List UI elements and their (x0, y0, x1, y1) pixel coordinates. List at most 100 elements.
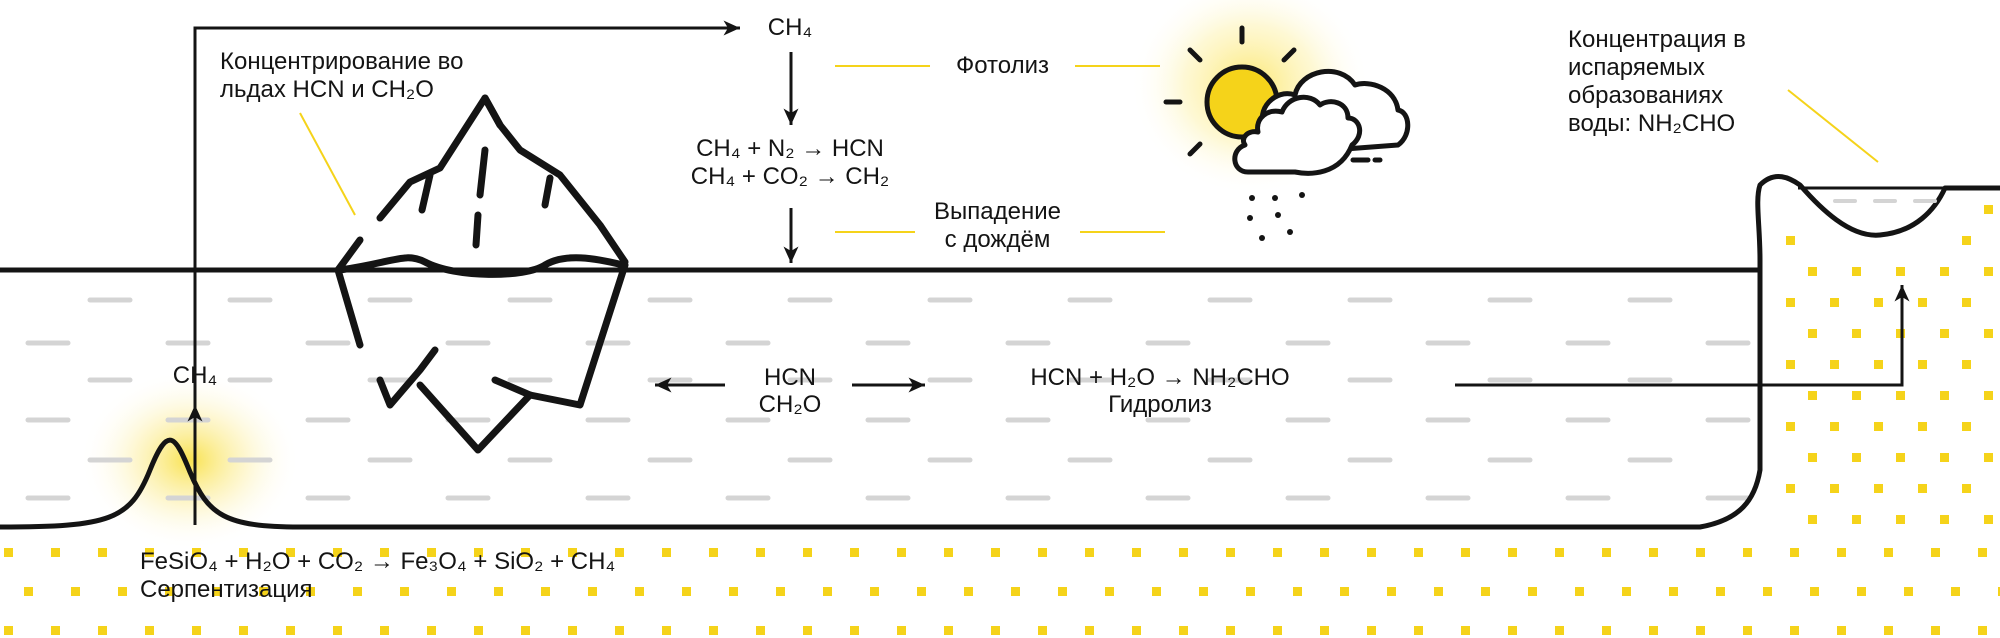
serpentinization-label: Серпентизация (140, 576, 313, 603)
sediment-dot (1179, 548, 1188, 557)
sediment-dot (1931, 548, 1940, 557)
sediment-dot (1808, 515, 1817, 524)
sediment-dot (1884, 626, 1893, 635)
sediment-dot (1837, 548, 1846, 557)
sediment-dot (192, 548, 201, 557)
sediment-dot (1940, 453, 1949, 462)
sediment-dot (823, 587, 832, 596)
sediment-dot (897, 548, 906, 557)
sediment-dot (1246, 587, 1255, 596)
sediment-dot (803, 548, 812, 557)
sediment-dot (1622, 587, 1631, 596)
serpentinization-equation: FeSiO₄ + H₂O + CO₂ → Fe₃O₄ + SiO₂ + CH₄ (140, 548, 616, 575)
rain-label-2: с дождём (944, 226, 1051, 253)
sediment-dot (192, 626, 201, 635)
sediment-dot (494, 587, 503, 596)
sediment-dot (1132, 548, 1141, 557)
sediment-dot (71, 587, 80, 596)
sediment-dot (991, 626, 1000, 635)
sediment-dot (98, 626, 107, 635)
sediment-dot (1830, 298, 1839, 307)
sediment-dot (1984, 391, 1993, 400)
rain-icon (1247, 192, 1305, 241)
sediment-dot (333, 626, 342, 635)
sediment-dot (165, 587, 174, 596)
sediment-dot (286, 548, 295, 557)
connector-lines (299, 65, 1879, 233)
sediment-dot (1716, 587, 1725, 596)
sediment-dot (1179, 626, 1188, 635)
sediment-dot (1508, 626, 1517, 635)
sediment-dot (1940, 515, 1949, 524)
sediment-dot (1874, 298, 1883, 307)
sediment-dot (991, 548, 1000, 557)
sediment-dot (1273, 626, 1282, 635)
sediment-dot (1874, 422, 1883, 431)
hydrolysis-label: Гидролиз (1108, 391, 1212, 418)
sediment-dot (1367, 548, 1376, 557)
sediment-dot (521, 626, 530, 635)
sediment-dot (239, 548, 248, 557)
sediment-dot (98, 548, 107, 557)
sediment-dot (145, 548, 154, 557)
sediment-dot (1852, 453, 1861, 462)
sediment-dot (1038, 548, 1047, 557)
sediment-dot (1481, 587, 1490, 596)
sediment-dot (709, 626, 718, 635)
sediment-dot (1978, 626, 1987, 635)
sediment-dot (259, 587, 268, 596)
sediment-dot (897, 626, 906, 635)
sediment-dot (588, 587, 597, 596)
sediment-dot (756, 626, 765, 635)
sediment-dot (1962, 236, 1971, 245)
sediment-dot (776, 587, 785, 596)
sediment-dot (615, 626, 624, 635)
sediment-dot (1918, 298, 1927, 307)
sediment-dot (1940, 329, 1949, 338)
ice-note-line-2: льдах HCN и CH₂O (220, 76, 434, 103)
sediment-dot (1884, 548, 1893, 557)
sediment-dot (380, 626, 389, 635)
evap-note-line-4: воды: NH₂CHO (1568, 110, 1736, 137)
sediment-dot (1918, 422, 1927, 431)
sediment-dot (1998, 587, 2000, 596)
sediment-dot (662, 548, 671, 557)
sediment-dot (1931, 626, 1940, 635)
sediment-dot (4, 548, 13, 557)
sediment-dot (1962, 422, 1971, 431)
sediment-dot (1669, 587, 1678, 596)
sediment-dot (1555, 548, 1564, 557)
sediment-dot (1649, 548, 1658, 557)
sediment-dot (1896, 515, 1905, 524)
sediment-dot (1786, 298, 1795, 307)
sediment-dot (1340, 587, 1349, 596)
sediment-dot (474, 626, 483, 635)
sediment-dot (1978, 548, 1987, 557)
sediment-dot (427, 626, 436, 635)
evap-note-line-1: Концентрация в (1568, 26, 1746, 53)
sediment-dot (1874, 360, 1883, 369)
sediment-dot (729, 587, 738, 596)
methane-label-vent: CH₄ (172, 362, 218, 389)
sediment-dot (1852, 515, 1861, 524)
sediment-dot (306, 587, 315, 596)
sediment-dot (1387, 587, 1396, 596)
sediment-dot (24, 587, 33, 596)
to-pool-arrow (1455, 285, 1910, 387)
sediment-dot (380, 548, 389, 557)
sediment-dot (964, 587, 973, 596)
sediment-dot (1320, 626, 1329, 635)
sediment-dot (1940, 267, 1949, 276)
sediment-dot (541, 587, 550, 596)
sediment-dot (1602, 626, 1611, 635)
sediment-dot (1414, 626, 1423, 635)
hydrolysis-equation: HCN + H₂O → NH₂CHO (1030, 364, 1290, 391)
sediment-dot (1555, 626, 1564, 635)
sediment-dot (1085, 548, 1094, 557)
sediment-dots (4, 205, 2000, 635)
sediment-dot (474, 548, 483, 557)
sediment-dot (1743, 548, 1752, 557)
sediment-dot (1367, 626, 1376, 635)
sediment-dot (1830, 422, 1839, 431)
